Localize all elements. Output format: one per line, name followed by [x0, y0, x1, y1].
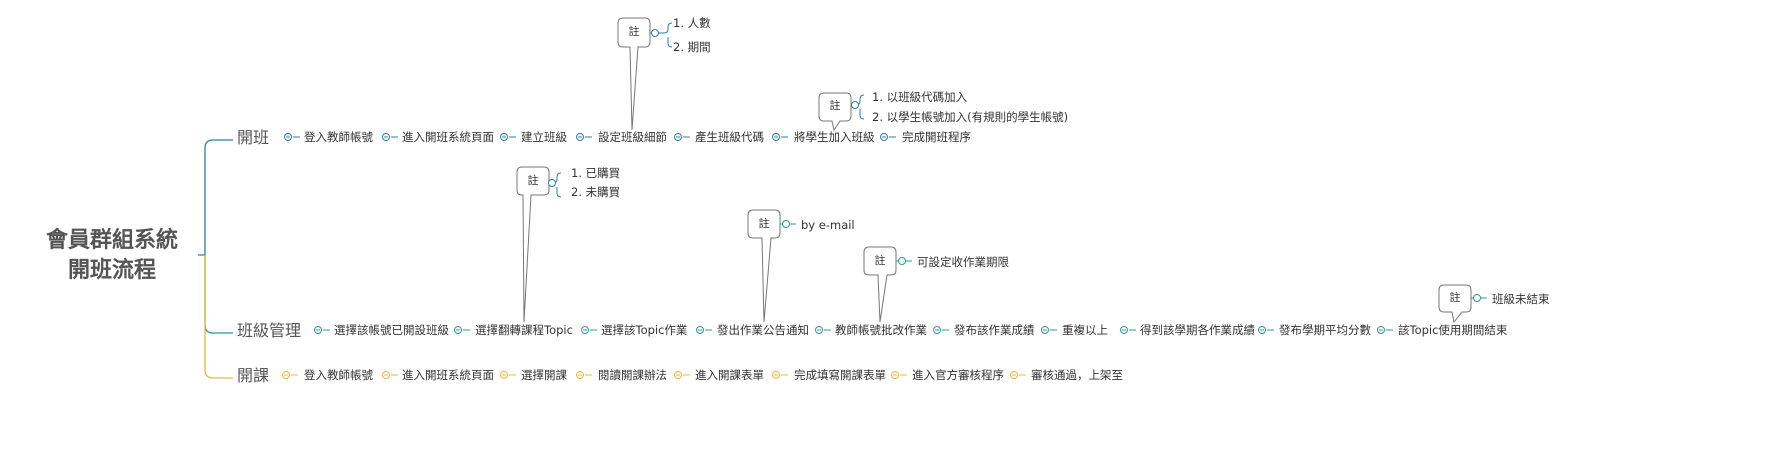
branch-open-class[interactable]: 開班 [237, 128, 270, 147]
note-topic-2[interactable]: 2. 未購買 [571, 185, 621, 199]
course-step-3[interactable]: 選擇開課 [521, 368, 567, 382]
callout-announce [747, 209, 781, 323]
open-step-2[interactable]: 進入開班系統頁面 [402, 130, 494, 144]
note-label-announce[interactable]: 註 [758, 217, 770, 230]
callout-grading [863, 246, 897, 323]
manage-step-6[interactable]: 發布該作業成績 [954, 323, 1035, 337]
open-step-7[interactable]: 完成開班程序 [902, 130, 971, 144]
manage-step-4[interactable]: 發出作業公告通知 [717, 323, 809, 337]
branch-class-manage[interactable]: 班級管理 [237, 321, 302, 340]
note-label-class-details[interactable]: 註 [628, 25, 640, 38]
root-title-line2: 開班流程 [67, 258, 156, 283]
open-step-6[interactable]: 將學生加入班級 [794, 130, 875, 144]
manage-step-8[interactable]: 得到該學期各作業成績 [1140, 323, 1255, 337]
open-step-3[interactable]: 建立班級 [521, 130, 567, 144]
bracket-class-details [663, 22, 673, 48]
step-separators [282, 133, 1393, 379]
note-class-details-1[interactable]: 1. 人數 [673, 16, 711, 30]
manage-step-2[interactable]: 選擇翻轉課程Topic [475, 323, 573, 337]
course-step-4[interactable]: 閱讀開課辦法 [598, 368, 667, 382]
course-step-7[interactable]: 進入官方審核程序 [912, 368, 1004, 382]
callout-dots [548, 29, 1481, 302]
note-label-add-students[interactable]: 註 [829, 99, 841, 112]
open-step-5[interactable]: 產生班級代碼 [695, 130, 764, 144]
manage-step-5[interactable]: 教師帳號批改作業 [835, 323, 927, 337]
note-topic-1[interactable]: 1. 已購買 [571, 166, 621, 180]
note-announce-1[interactable]: by e-mail [801, 218, 855, 232]
course-step-6[interactable]: 完成填寫開課表單 [794, 368, 886, 382]
callout-add-students [818, 92, 852, 132]
note-topic-end-1[interactable]: 班級未結束 [1492, 292, 1550, 306]
callout-topic [516, 166, 550, 323]
note-label-topic-end[interactable]: 註 [1449, 291, 1461, 304]
connector-open-class [198, 139, 233, 256]
manage-step-7[interactable]: 重複以上 [1062, 323, 1108, 337]
root-topic[interactable]: 會員群組系統 開班流程 [42, 226, 182, 286]
open-step-4[interactable]: 設定班級細節 [598, 130, 667, 144]
manage-step-3[interactable]: 選擇該Topic作業 [601, 323, 688, 337]
callout-topic-end [1438, 284, 1472, 324]
note-label-topic[interactable]: 註 [527, 174, 539, 187]
manage-step-9[interactable]: 發布學期平均分數 [1279, 323, 1371, 337]
root-connectors [198, 139, 233, 379]
connector-class-manage [204, 255, 233, 334]
root-title-line1: 會員群組系統 [45, 228, 178, 253]
note-grading-1[interactable]: 可設定收作業期限 [917, 255, 1009, 269]
manage-step-1[interactable]: 選擇該帳號已開設班級 [334, 323, 449, 337]
callout-class-details [617, 17, 651, 131]
course-step-1[interactable]: 登入教師帳號 [304, 368, 373, 382]
note-class-details-2[interactable]: 2. 期間 [673, 40, 711, 54]
note-add-students-1[interactable]: 1. 以班級代碼加入 [872, 90, 968, 104]
course-step-2[interactable]: 進入開班系統頁面 [402, 368, 494, 382]
connector-courses [204, 255, 233, 379]
course-step-8[interactable]: 審核通過，上架至 [1031, 368, 1123, 382]
note-callouts [516, 17, 1472, 324]
note-label-grading[interactable]: 註 [874, 254, 886, 267]
manage-step-10[interactable]: 該Topic使用期間結束 [1398, 323, 1508, 337]
note-add-students-2[interactable]: 2. 以學生帳號加入(有規則的學生帳號) [872, 110, 1069, 124]
course-step-5[interactable]: 進入開課表單 [695, 368, 764, 382]
branch-courses[interactable]: 開課 [237, 366, 270, 385]
open-step-1[interactable]: 登入教師帳號 [304, 130, 373, 144]
callout-connectors [549, 32, 1487, 299]
